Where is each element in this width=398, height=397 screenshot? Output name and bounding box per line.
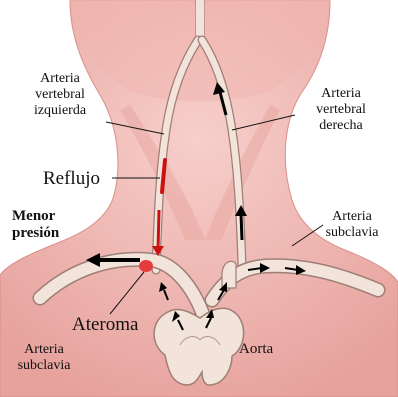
atheroma-lesion [139, 260, 153, 272]
label-lower-pressure: Menor presión [12, 208, 59, 242]
label-right-vertebral: Arteria vertebral derecha [290, 86, 392, 134]
right-branch-bulge [222, 261, 236, 288]
label-reflux: Reflujo [43, 168, 100, 189]
label-left-vertebral: Arteria vertebral izquierda [10, 71, 110, 119]
label-right-subclavian: Arteria subclavia [310, 209, 394, 241]
label-atheroma: Ateroma [72, 314, 138, 335]
reflux-arrow [158, 210, 159, 250]
label-left-subclavian: Arteria subclavia [2, 342, 86, 374]
label-aorta: Aorta [239, 341, 273, 357]
